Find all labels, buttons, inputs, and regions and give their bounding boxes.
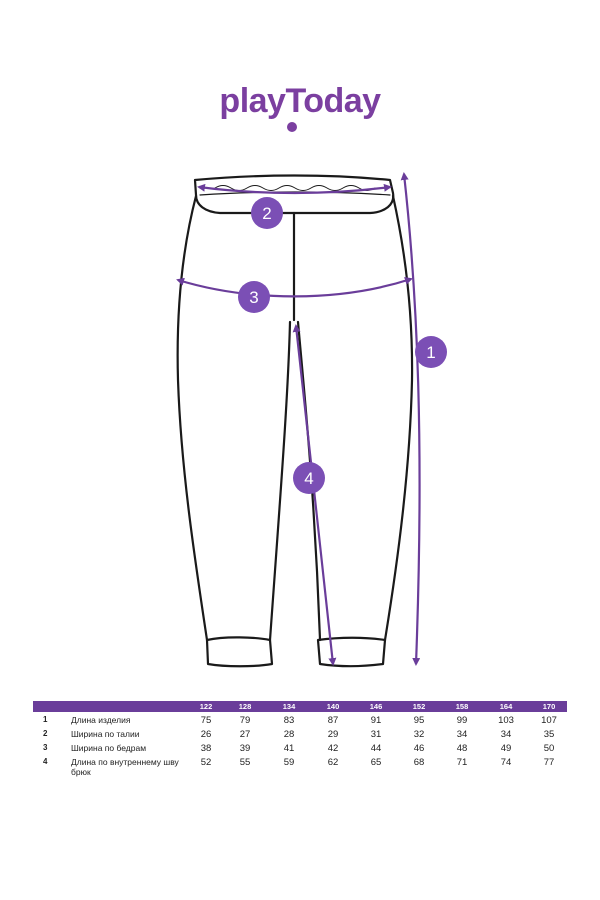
cell-value: 52 bbox=[200, 757, 212, 768]
cell-value: 41 bbox=[283, 743, 295, 754]
marker-2-label: 2 bbox=[262, 204, 271, 223]
cell-value: 27 bbox=[239, 729, 251, 740]
cell-value: 99 bbox=[456, 715, 468, 726]
cell-value: 34 bbox=[500, 729, 512, 740]
cell-value: 91 bbox=[370, 715, 382, 726]
cell-value: 59 bbox=[283, 757, 295, 768]
cell-value: 71 bbox=[456, 757, 468, 768]
cell-value: 49 bbox=[500, 743, 512, 754]
pants-measurement-diagram: 1 2 3 4 bbox=[176, 172, 447, 668]
cell-value: 95 bbox=[413, 715, 425, 726]
cell-value: 42 bbox=[327, 743, 339, 754]
cell-value: 48 bbox=[456, 743, 468, 754]
cell-value: 65 bbox=[370, 757, 382, 768]
row-name: Длина по внутреннему шву брюк bbox=[71, 757, 179, 777]
row-index: 3 bbox=[43, 743, 48, 752]
cell-value: 32 bbox=[413, 729, 425, 740]
size-header: 128 bbox=[238, 702, 252, 711]
row-name: Ширина по бедрам bbox=[71, 743, 147, 753]
cell-value: 38 bbox=[200, 743, 212, 754]
marker-1-label: 1 bbox=[426, 343, 435, 362]
marker-3: 3 bbox=[238, 281, 270, 313]
row-index: 2 bbox=[43, 729, 48, 738]
cell-value: 29 bbox=[327, 729, 339, 740]
cell-value: 50 bbox=[543, 743, 555, 754]
marker-1: 1 bbox=[415, 336, 447, 368]
cell-value: 103 bbox=[498, 715, 514, 726]
brand-logo: playToday bbox=[219, 82, 381, 120]
row-name: Ширина по талии bbox=[71, 729, 140, 739]
marker-4: 4 bbox=[293, 462, 325, 494]
row-index: 4 bbox=[43, 757, 48, 766]
cell-value: 46 bbox=[413, 743, 425, 754]
cell-value: 62 bbox=[327, 757, 339, 768]
size-header: 158 bbox=[455, 702, 469, 711]
marker-3-label: 3 bbox=[249, 288, 258, 307]
cell-value: 28 bbox=[283, 729, 295, 740]
size-header: 146 bbox=[369, 702, 383, 711]
cell-value: 44 bbox=[370, 743, 382, 754]
marker-4-label: 4 bbox=[304, 469, 313, 488]
size-table-header: 122 128 134 140 146 152 158 164 170 bbox=[33, 701, 567, 712]
cell-value: 83 bbox=[283, 715, 295, 726]
size-header: 170 bbox=[542, 702, 556, 711]
marker-2: 2 bbox=[251, 197, 283, 229]
measurement-lines bbox=[176, 172, 421, 666]
cell-value: 39 bbox=[239, 743, 251, 754]
row-index: 1 bbox=[43, 715, 48, 724]
cell-value: 75 bbox=[200, 715, 212, 726]
cell-value: 55 bbox=[239, 757, 251, 768]
size-header: 152 bbox=[412, 702, 426, 711]
cell-value: 68 bbox=[413, 757, 425, 768]
size-header: 140 bbox=[326, 702, 340, 711]
cell-value: 26 bbox=[200, 729, 212, 740]
cell-value: 107 bbox=[541, 715, 557, 726]
size-header: 134 bbox=[282, 702, 296, 711]
cell-value: 35 bbox=[543, 729, 555, 740]
pants-outline bbox=[176, 174, 414, 668]
cell-value: 34 bbox=[456, 729, 468, 740]
cell-value: 87 bbox=[327, 715, 339, 726]
cell-value: 79 bbox=[239, 715, 251, 726]
cell-value: 31 bbox=[370, 729, 382, 740]
cell-value: 74 bbox=[500, 757, 512, 768]
cell-value: 77 bbox=[543, 757, 555, 768]
logo-dot bbox=[287, 122, 297, 132]
size-header: 122 bbox=[199, 702, 213, 711]
size-header: 164 bbox=[499, 702, 513, 711]
row-name: Длина изделия bbox=[71, 715, 131, 725]
